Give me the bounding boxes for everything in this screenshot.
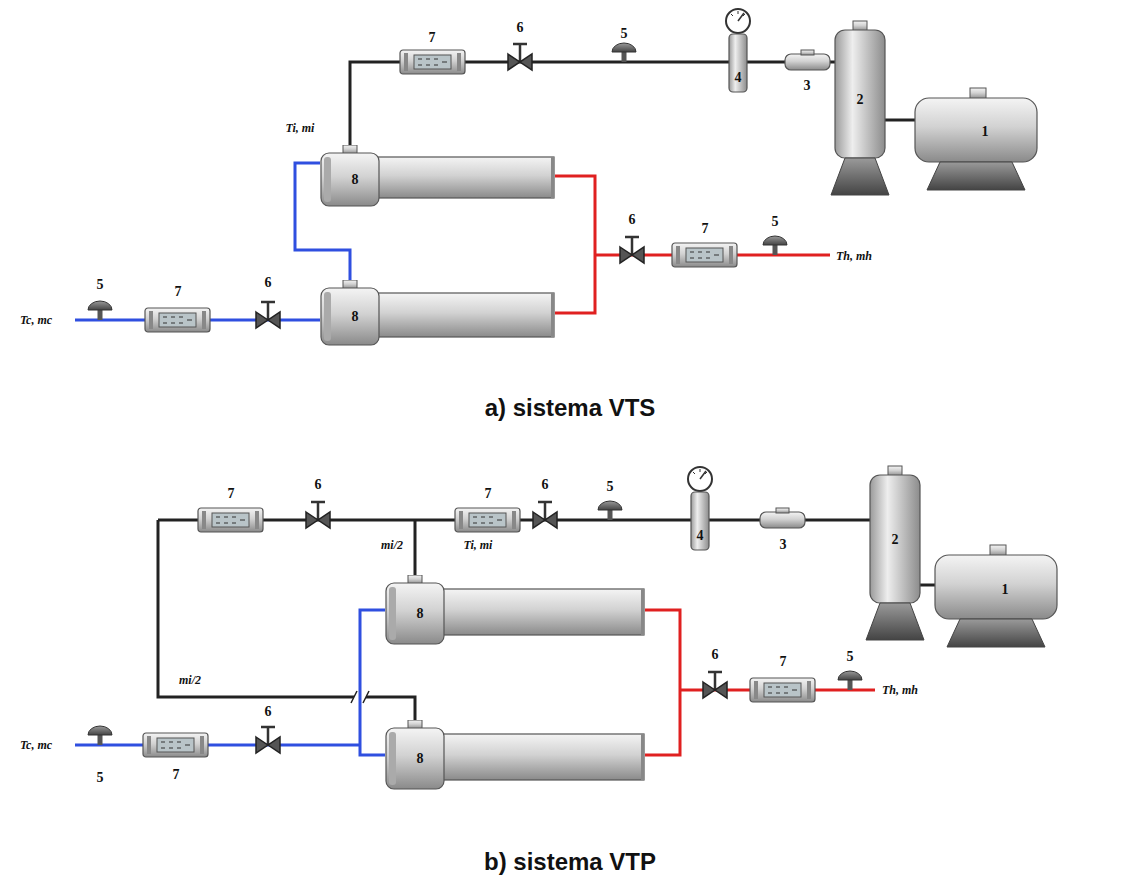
valve-symbol [306, 502, 330, 528]
flow-variable: Ti, mi [464, 538, 493, 553]
valve-symbol [703, 672, 727, 698]
callout-number: 6 [712, 647, 719, 663]
callout-number: 3 [804, 78, 811, 94]
callout-number: 1 [982, 124, 989, 140]
flow-variable: Th, mh [882, 683, 918, 698]
callout-number: 7 [429, 30, 436, 46]
flowmeter-symbol [750, 678, 815, 702]
flowmeter-symbol [672, 243, 737, 267]
tank-symbol [866, 466, 924, 640]
flowmeter-symbol [145, 308, 210, 332]
cold-pipe [360, 610, 385, 755]
hot-pipe [555, 176, 595, 313]
callout-number: 2 [857, 92, 864, 108]
flow-variable: Th, mh [836, 249, 872, 264]
callout-number: 1 [1002, 582, 1009, 598]
flow-variable: mi/2 [381, 538, 403, 553]
filter-symbol [760, 508, 805, 528]
callout-number: 2 [892, 532, 899, 548]
callout-number: 6 [629, 212, 636, 228]
callout-number: 6 [517, 20, 524, 36]
thermometer-symbol [598, 501, 622, 520]
thermometer-symbol [88, 726, 112, 745]
callout-number: 8 [332, 290, 378, 344]
vortex-tube-outline [385, 575, 645, 645]
callout-number: 4 [735, 70, 742, 86]
thermometer-symbol [612, 43, 636, 62]
compressor-symbol [915, 88, 1037, 190]
flowmeter-symbol [400, 50, 465, 74]
callout-number: 6 [265, 704, 272, 720]
callout-number: 7 [780, 654, 787, 670]
callout-number: 7 [173, 767, 180, 783]
flow-variable: mi/2 [179, 673, 201, 688]
cold-pipe [75, 744, 360, 747]
callout-number: 5 [847, 649, 854, 665]
callout-number: 3 [780, 537, 787, 553]
flowmeter-symbol [455, 508, 520, 532]
thermometer-symbol [838, 671, 862, 690]
callout-number: 6 [315, 477, 322, 493]
callout-number: 6 [265, 275, 272, 291]
callout-number: 7 [175, 284, 182, 300]
air-pipe [885, 119, 915, 122]
tank-symbol [831, 21, 889, 195]
vortex-tube: 8 [320, 280, 555, 346]
vortex-tube: 8 [385, 720, 645, 790]
valve-symbol [533, 502, 557, 528]
vortex-tube-outline [385, 720, 645, 790]
flow-variable: Ti, mi [286, 121, 315, 136]
caption-text: a) sistema VTS [485, 394, 656, 422]
valve-symbol [508, 44, 532, 70]
caption-text: b) sistema VTP [484, 848, 656, 876]
flowmeter-symbol [143, 733, 208, 757]
callout-number: 7 [702, 221, 709, 237]
callout-number: 8 [397, 585, 443, 643]
flow-variable: Tc, mc [20, 313, 52, 328]
pressure-gauge-symbol [726, 9, 750, 92]
air-pipe [920, 584, 935, 587]
callout-number: 5 [97, 770, 104, 786]
callout-number: 6 [542, 477, 549, 493]
valve-symbol [256, 302, 280, 328]
pressure-gauge-symbol [688, 467, 712, 550]
air-pipe [158, 520, 415, 720]
compressor-symbol [935, 545, 1057, 647]
callout-number: 5 [772, 214, 779, 230]
callout-number: 5 [621, 26, 628, 42]
callout-number: 8 [397, 730, 443, 788]
callout-number: 5 [97, 277, 104, 293]
callout-number: 4 [697, 528, 704, 544]
callout-number: 8 [332, 155, 378, 205]
valve-symbol [256, 727, 280, 753]
thermometer-symbol [88, 301, 112, 320]
hot-pipe [645, 610, 680, 755]
callout-number: 7 [485, 486, 492, 502]
thermometer-symbol [763, 236, 787, 255]
vortex-tube: 8 [385, 575, 645, 645]
callout-number: 7 [228, 486, 235, 502]
vortex-tube: 8 [320, 145, 555, 207]
valve-symbol [620, 237, 644, 263]
flow-variable: Tc, mc [20, 738, 52, 753]
filter-symbol [785, 50, 830, 70]
callout-number: 5 [607, 479, 614, 495]
flowmeter-symbol [198, 508, 263, 532]
